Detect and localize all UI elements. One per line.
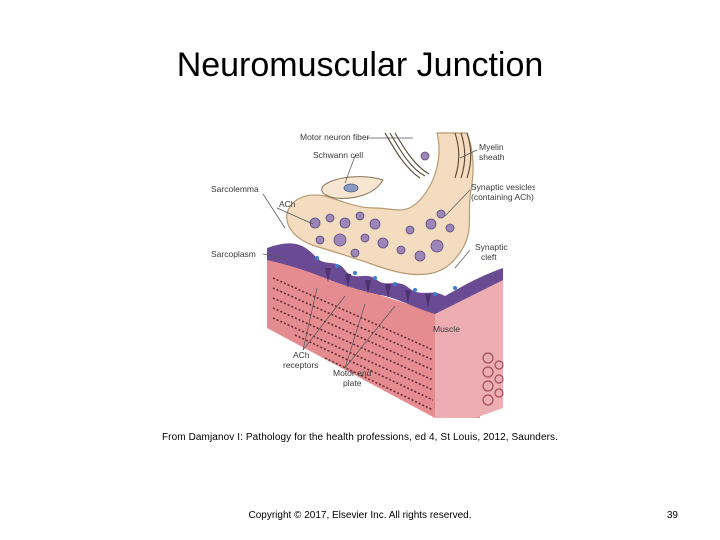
label-ach-receptors-line1: ACh <box>293 350 310 360</box>
label-synaptic-vesicles-line1: Synaptic vesicles <box>471 182 535 192</box>
label-ach: ACh <box>279 199 296 209</box>
label-motor-neuron-fiber: Motor neuron fiber <box>300 132 370 142</box>
label-sarcoplasm: Sarcoplasm <box>211 249 256 259</box>
label-synaptic-vesicles-line2: (containing ACh) <box>471 192 534 202</box>
neuromuscular-junction-diagram: Motor neuron fiber Schwann cell Myelin s… <box>205 128 535 423</box>
schwann-cell-nucleus <box>343 183 359 193</box>
junctional-folds <box>325 268 431 308</box>
copyright-notice: Copyright © 2017, Elsevier Inc. All righ… <box>248 510 472 521</box>
label-myelin-sheath-line2: sheath <box>479 152 505 162</box>
myelin-sheath-layers <box>384 132 472 179</box>
figure-caption: From Damjanov I: Pathology for the healt… <box>161 432 559 443</box>
label-motor-end-plate-line2: plate <box>343 378 362 388</box>
leader-lines <box>262 137 478 369</box>
label-motor-end-plate-line1: Motor end <box>333 368 372 378</box>
slide-title: Neuromuscular Junction <box>176 46 544 84</box>
motor-end-plate-membrane <box>267 243 503 314</box>
label-ach-receptors-line2: receptors <box>283 360 318 370</box>
muscle-side-face <box>435 278 503 418</box>
diagram-illustration: Motor neuron fiber Schwann cell Myelin s… <box>211 132 535 418</box>
synaptic-vesicles <box>309 151 455 262</box>
label-synaptic-cleft-line1: Synaptic <box>475 242 508 252</box>
label-schwann-cell: Schwann cell <box>313 150 363 160</box>
page-number: 39 <box>666 510 678 521</box>
label-sarcolemma: Sarcolemma <box>211 184 259 194</box>
label-synaptic-cleft-line2: cleft <box>481 252 497 262</box>
label-myelin-sheath-line1: Myelin <box>479 142 504 152</box>
axon-terminal <box>286 132 474 276</box>
label-muscle: Muscle <box>433 324 460 334</box>
muscle-striations <box>272 277 434 411</box>
ach-receptor-dots <box>315 256 457 296</box>
myofibril-cross-sections <box>482 352 504 406</box>
